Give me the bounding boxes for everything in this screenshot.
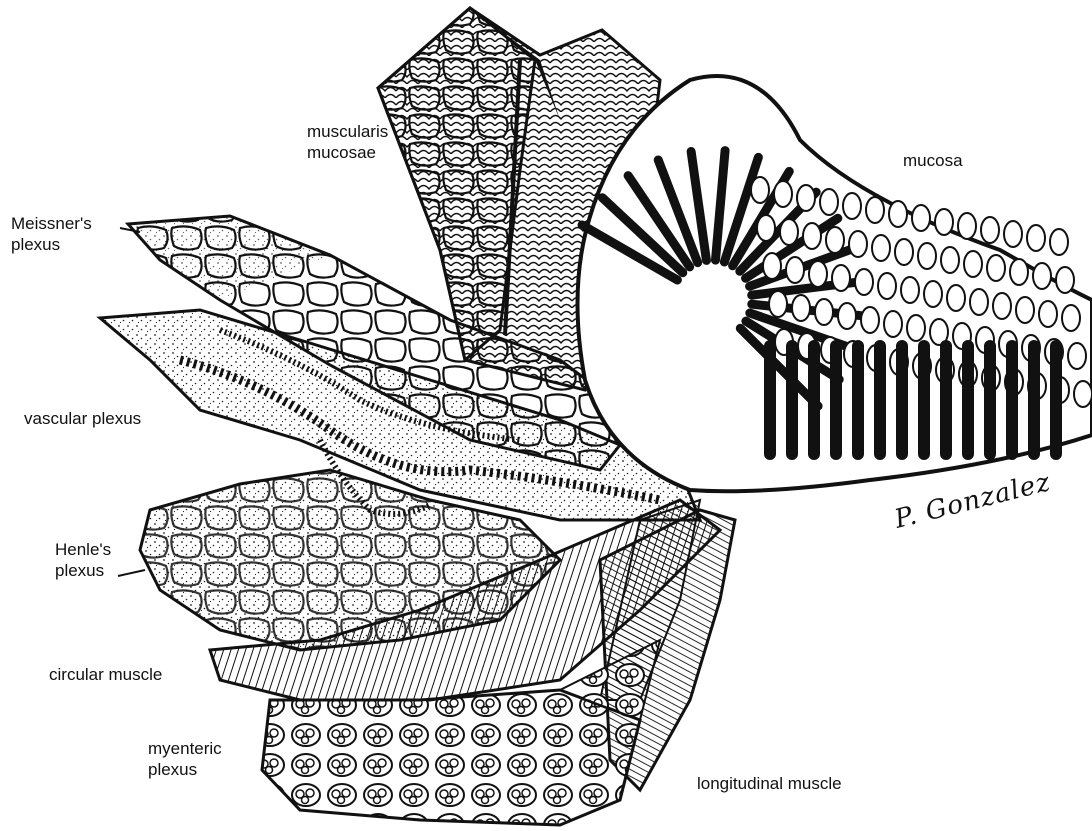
meissners-leader — [120, 228, 140, 232]
henles-leader — [118, 570, 145, 576]
